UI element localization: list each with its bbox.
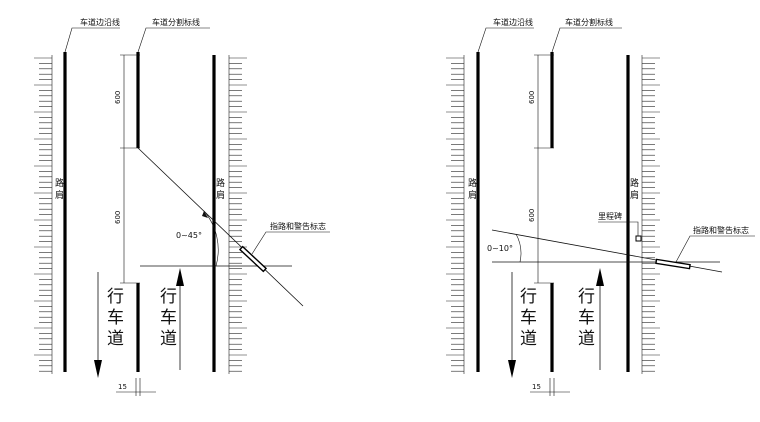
width-label: 15 (532, 383, 541, 391)
milepost-leader (598, 221, 639, 236)
angle-label: 0~10° (487, 244, 513, 253)
width-label: 15 (118, 383, 127, 391)
lane-right-char-3: 道 (578, 329, 595, 349)
edge-line-leader (64, 27, 120, 53)
divider-line-leader (137, 27, 210, 53)
divider-line-label: 车道分割标线 (152, 17, 200, 27)
edge-line-label: 车道边沿线 (493, 17, 533, 27)
dim-label-lower: 600 (114, 211, 122, 224)
shoulder-ticks-right (228, 55, 247, 374)
milepost-label: 里程碑 (598, 211, 622, 221)
shoulder-left-char-2: 肩 (468, 189, 477, 201)
shoulder-left-char-2: 肩 (55, 189, 64, 201)
sign-label: 指路和警告标志 (693, 225, 749, 235)
shoulder-right-char-2: 肩 (216, 189, 225, 201)
sign-symbol (238, 245, 268, 273)
sign-label: 指路和警告标志 (270, 221, 326, 231)
lane-left-char-1: 行 (107, 287, 124, 307)
shoulder-right-char-1: 路 (630, 177, 639, 189)
lane-right-char-1: 行 (160, 287, 177, 307)
angle-arrowhead (202, 211, 208, 218)
up-arrow-head (176, 268, 184, 286)
lane-right-char-2: 车 (578, 308, 595, 328)
up-arrow-head (596, 268, 604, 286)
lane-right-char-1: 行 (578, 287, 595, 307)
sign-leader (251, 231, 330, 255)
lane-left-char-3: 道 (107, 329, 124, 349)
dim-label-upper: 600 (114, 91, 122, 104)
edge-line-label: 车道边沿线 (80, 17, 120, 27)
shoulder-right-char-1: 路 (216, 177, 225, 189)
sign-symbol (655, 258, 691, 270)
angle-label: 0~45° (176, 231, 202, 240)
angle-arc (515, 233, 522, 263)
lane-left-char-2: 车 (107, 308, 124, 328)
shoulder-left-char-1: 路 (55, 177, 64, 189)
panel-left: 车道边沿线 车道分割标线 600 600 路 肩 路 肩 0~45° 指路和警告… (34, 17, 330, 396)
edge-line-leader (477, 27, 534, 53)
dim-label-upper: 600 (528, 91, 536, 104)
shoulder-left-char-1: 路 (468, 177, 477, 189)
milepost-symbol (635, 235, 642, 242)
lane-left-char-1: 行 (520, 287, 537, 307)
lane-left-char-3: 道 (520, 329, 537, 349)
down-arrow-head (94, 360, 102, 378)
shoulder-ticks-left (446, 55, 465, 374)
shoulder-right-char-2: 肩 (630, 189, 639, 201)
lane-right-char-2: 车 (160, 308, 177, 328)
sight-line (137, 147, 304, 307)
divider-line-label: 车道分割标线 (565, 17, 613, 27)
lane-right-char-3: 道 (160, 329, 177, 349)
down-arrow-head (508, 360, 516, 378)
shoulder-ticks-right (641, 55, 660, 374)
panel-right: 车道边沿线 车道分割标线 600 600 路 肩 路 肩 0~10° 里程碑 指… (446, 17, 755, 396)
dim-label-lower: 600 (528, 209, 536, 222)
shoulder-ticks-left (34, 55, 53, 374)
angle-arc (203, 210, 219, 267)
divider-line-leader (551, 27, 622, 53)
lane-left-char-2: 车 (520, 308, 537, 328)
sign-leader (675, 235, 755, 263)
